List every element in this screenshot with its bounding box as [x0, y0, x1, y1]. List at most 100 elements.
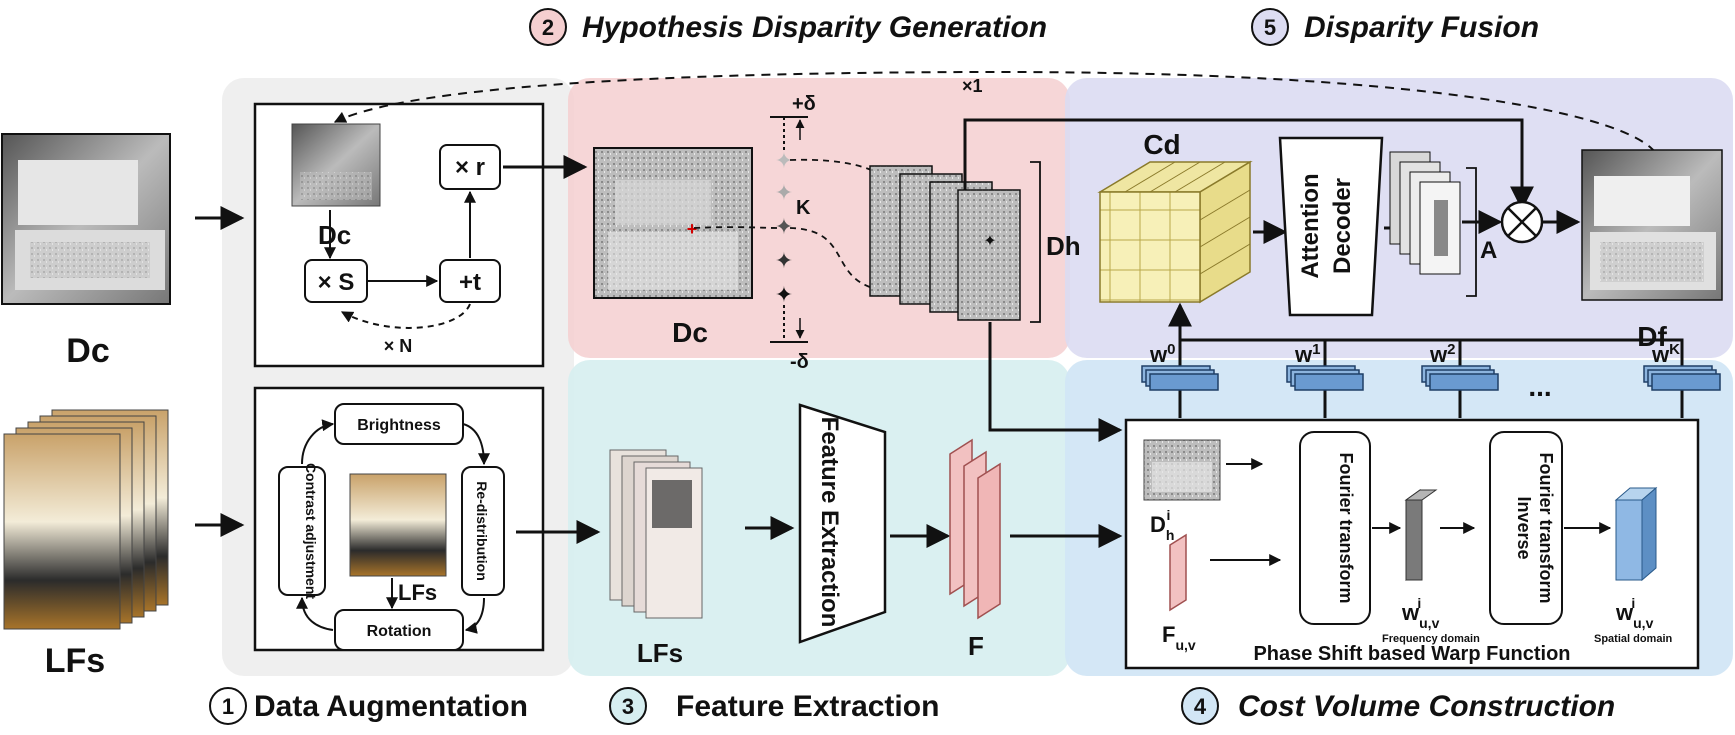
feedback-arc [333, 70, 1656, 153]
f-uv-label: Fu,v [1162, 622, 1196, 653]
w-spat-block [1614, 486, 1658, 582]
arrow-hypothesis-to-multiply [963, 118, 1534, 211]
decoder-label-line2: Decoder [1329, 178, 1356, 274]
hypothesis-dc-label: Dc [672, 317, 708, 348]
times-one-label: ×1 [962, 76, 983, 96]
shift-label: +t [459, 269, 481, 296]
fourier-transform-box: Fourier transform [1299, 431, 1371, 625]
stage-title-data-augmentation: 1 Data Augmentation [209, 687, 528, 725]
f-uv-block [1169, 533, 1187, 612]
pixel-marker: + [687, 219, 698, 239]
stage-title: Cost Volume Construction [1238, 690, 1615, 723]
attention-maps [1389, 151, 1461, 275]
augment-dc-thumbnail [291, 123, 381, 207]
arrow-brightness-to-redistribution [462, 423, 490, 466]
decoder-label-line1: Attention [1297, 173, 1324, 278]
dh-i-label: Dhi [1150, 507, 1174, 543]
contrast-box: Contrast adjustment [278, 463, 326, 599]
stage-number: 2 [542, 15, 554, 40]
a-label: A [1480, 237, 1497, 264]
rotation-box [334, 609, 464, 651]
stage-title: Disparity Fusion [1304, 11, 1539, 44]
fourier-label: Fourier transform [1336, 452, 1356, 603]
svg-text:✦: ✦ [775, 248, 793, 273]
attention-decoder: Attention Decoder [1278, 136, 1384, 317]
svg-text:✦: ✦ [775, 180, 793, 205]
weight-block-w0: w0 [1141, 341, 1219, 391]
feature-f-label: F [968, 631, 984, 661]
stage-number: 4 [1194, 694, 1207, 719]
warp-function-label: Phase Shift based Warp Function [1253, 643, 1570, 665]
svg-text:✦: ✦ [775, 148, 793, 173]
stage-number: 3 [622, 694, 634, 719]
arrow-rotation-to-contrast [296, 596, 334, 631]
weight-label: wK [1651, 341, 1680, 367]
feature-f-stack [949, 438, 1001, 620]
weight-block-wk: wK [1643, 341, 1721, 391]
stage-title: Feature Extraction [676, 690, 939, 723]
hypothesis-stack: ✦ [869, 165, 1021, 321]
augment-dc-label: Dc [318, 220, 351, 250]
inverse-fourier-box: Inverse Fourier transform [1489, 431, 1563, 625]
svg-text:✦: ✦ [775, 282, 793, 307]
cd-label: Cd [1143, 129, 1180, 160]
arrow-contrast-to-brightness [301, 419, 335, 465]
multiply-icon [1500, 200, 1544, 244]
spatial-domain-label: Spatial domain [1594, 633, 1673, 645]
weights-ellipsis: ... [1528, 371, 1551, 402]
redistribution-label: Re-distribution [474, 481, 490, 581]
ratio-label: × r [455, 154, 485, 181]
feature-extraction-label: Feature Extraction [816, 417, 843, 628]
weight-label: w1 [1294, 341, 1320, 367]
augment-lf-thumbnail [349, 473, 447, 577]
inverse-label-line1: Inverse [1514, 496, 1534, 559]
hypothesis-dc-image: + [593, 147, 753, 299]
shift-box [439, 259, 501, 303]
input-dc-label: Dc [66, 332, 109, 370]
w-spat-label: wu,vi [1615, 595, 1654, 631]
stage-number: 1 [222, 694, 234, 719]
feature-extraction-block: Feature Extraction [798, 403, 887, 644]
df-label: Df [1637, 321, 1667, 352]
stage-title-hypothesis: 2 Hypothesis Disparity Generation [529, 8, 1047, 46]
dh-label: Dh [1046, 231, 1081, 261]
a-bracket [1466, 167, 1477, 297]
input-lfs-stack [3, 409, 169, 630]
redistribution-box: Re-distribution [461, 466, 505, 596]
delta-axis: ✦ ✦ ✦ ✦ ✦ [770, 116, 808, 343]
stage-title-cost-volume: 4 Cost Volume Construction [1181, 687, 1615, 725]
rotation-label: Rotation [367, 623, 432, 640]
brightness-label: Brightness [357, 417, 441, 434]
stage-title: Data Augmentation [254, 690, 528, 723]
weight-label: w2 [1429, 341, 1455, 367]
repeat-label: × N [384, 336, 413, 356]
svg-text:✦: ✦ [983, 233, 996, 250]
weight-blocks: w0 w1 w2 wK [1141, 341, 1721, 391]
dashed-pixel-link [693, 226, 779, 229]
arrow-redistribution-to-rotation [464, 597, 485, 634]
minus-delta-label: -δ [790, 351, 809, 373]
stage-title-feature-extraction: 3 Feature Extraction [609, 687, 939, 725]
scale-box [304, 259, 368, 303]
dh-i-thumbnail [1143, 439, 1221, 501]
stage-title-fusion: 5 Disparity Fusion [1251, 8, 1539, 46]
weight-label: w0 [1149, 341, 1175, 367]
dh-bracket [1030, 161, 1041, 323]
augment-lfs-label: LFs [398, 580, 437, 605]
loop-arrow-repeat [340, 303, 471, 329]
cost-volume-cube [1097, 160, 1253, 304]
weight-block-w2: w2 [1421, 341, 1499, 391]
k-label: K [796, 197, 811, 219]
arrow-hypothesis-to-warp [988, 322, 1123, 442]
plus-delta-label: +δ [792, 93, 816, 115]
weight-block-w1: w1 [1286, 341, 1364, 391]
input-lfs-label: LFs [45, 642, 105, 680]
df-image [1581, 149, 1723, 301]
feature-lfs-label: LFs [637, 638, 683, 668]
w-freq-label: wu,vi [1401, 595, 1440, 631]
feature-lfs-stack [609, 449, 703, 619]
inverse-label-line2: Fourier transform [1536, 452, 1556, 603]
input-dc-image [1, 133, 171, 305]
dashed-top-link [789, 158, 889, 183]
